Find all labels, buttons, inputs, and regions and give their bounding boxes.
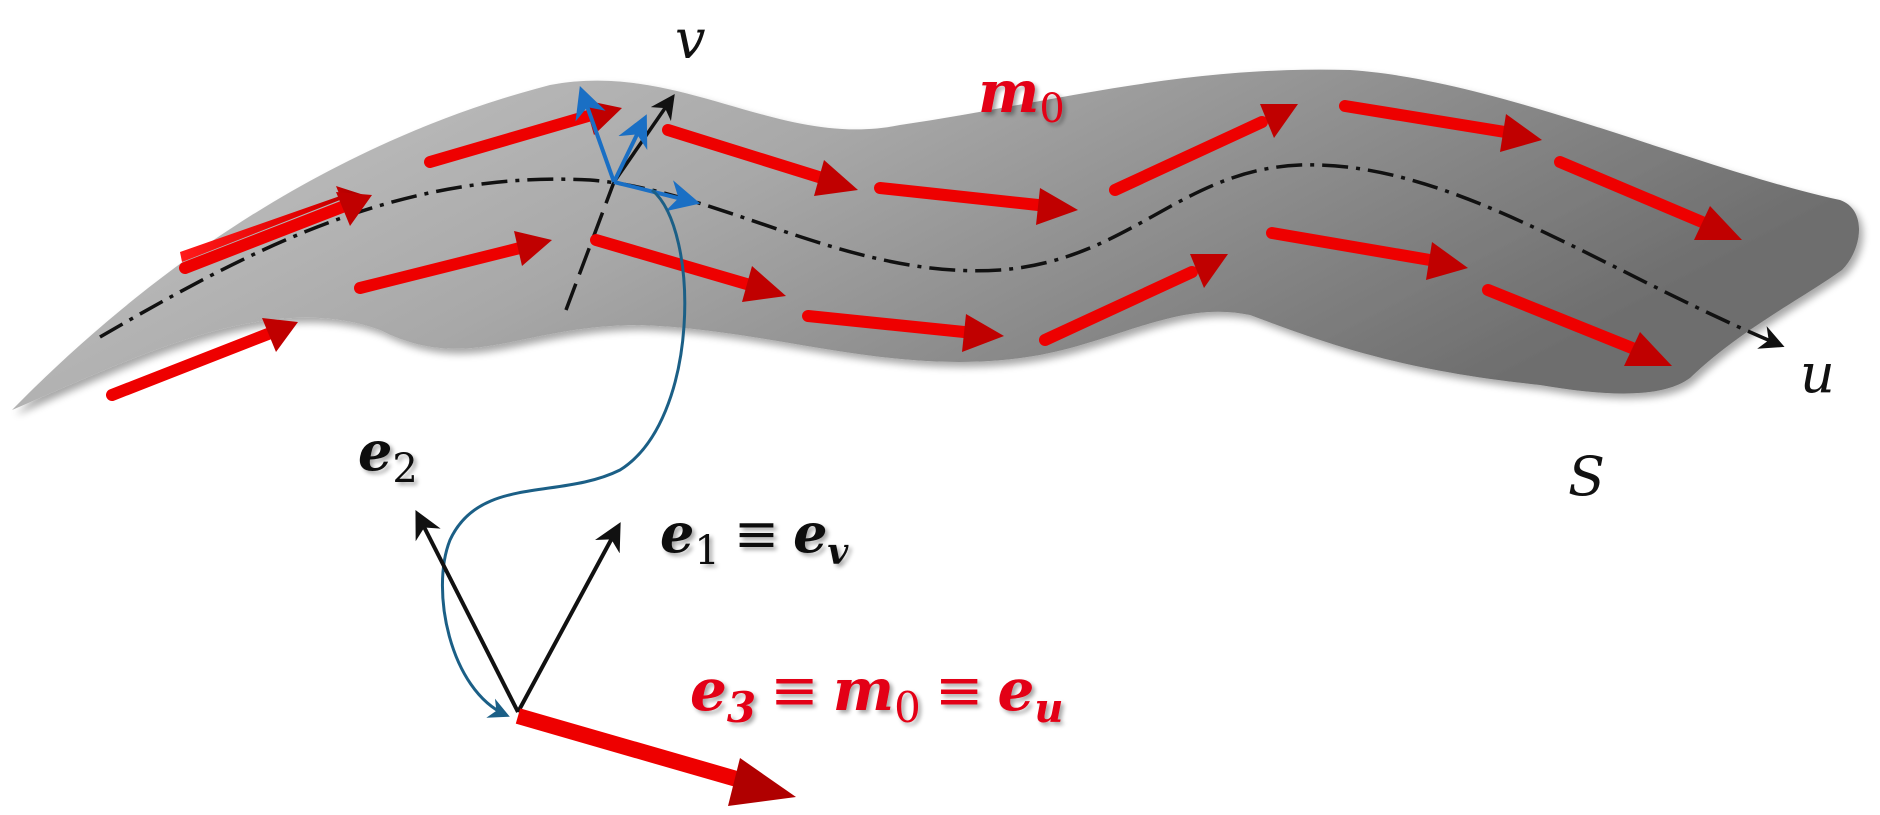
surface-label: S [1568,445,1605,508]
m0-arrow-5 [662,124,858,196]
v-axis-dashed-line [564,181,616,311]
e1-eq-ev-label: e1≡ev [660,501,849,574]
m0-arrows-group [106,100,1742,401]
m0-arrow-14 [1482,284,1672,366]
v-axis-label: v [675,8,706,71]
e2-label: e2 [358,419,418,492]
blue-frame-arrow-up [575,85,616,183]
e1-arrow [516,522,621,713]
m0-arrow-9 [1109,104,1298,196]
u-axis-label: u [1800,342,1835,405]
m0-arrow-8 [802,310,1004,352]
m0-arrow-6 [590,234,786,302]
mapping-curve-arrow [440,188,687,718]
m0-arrow-13 [1554,156,1742,240]
ribbon-surface [12,69,1860,410]
global-frame [415,510,796,806]
e3-arrow [515,708,796,806]
u-axis-centerline [99,163,1785,349]
e2-arrow [415,510,520,713]
magnetization-arrows [180,186,364,262]
e3-eq-m0-eq-eu-label: e3≡m0≡eu [690,656,1063,732]
m0-arrow-4 [106,318,298,401]
blue-frame-arrow-diag [612,114,648,183]
m0-arrow-12 [1266,227,1468,280]
m0-arrow-11 [1339,100,1542,152]
m0-arrow-7 [874,182,1078,225]
m0-arrow-3 [354,231,552,294]
m0-arrow-10 [1039,254,1228,346]
m0-label: m0 [978,58,1065,132]
m0-arrow-1 [179,192,372,274]
m0-arrow [180,186,364,262]
